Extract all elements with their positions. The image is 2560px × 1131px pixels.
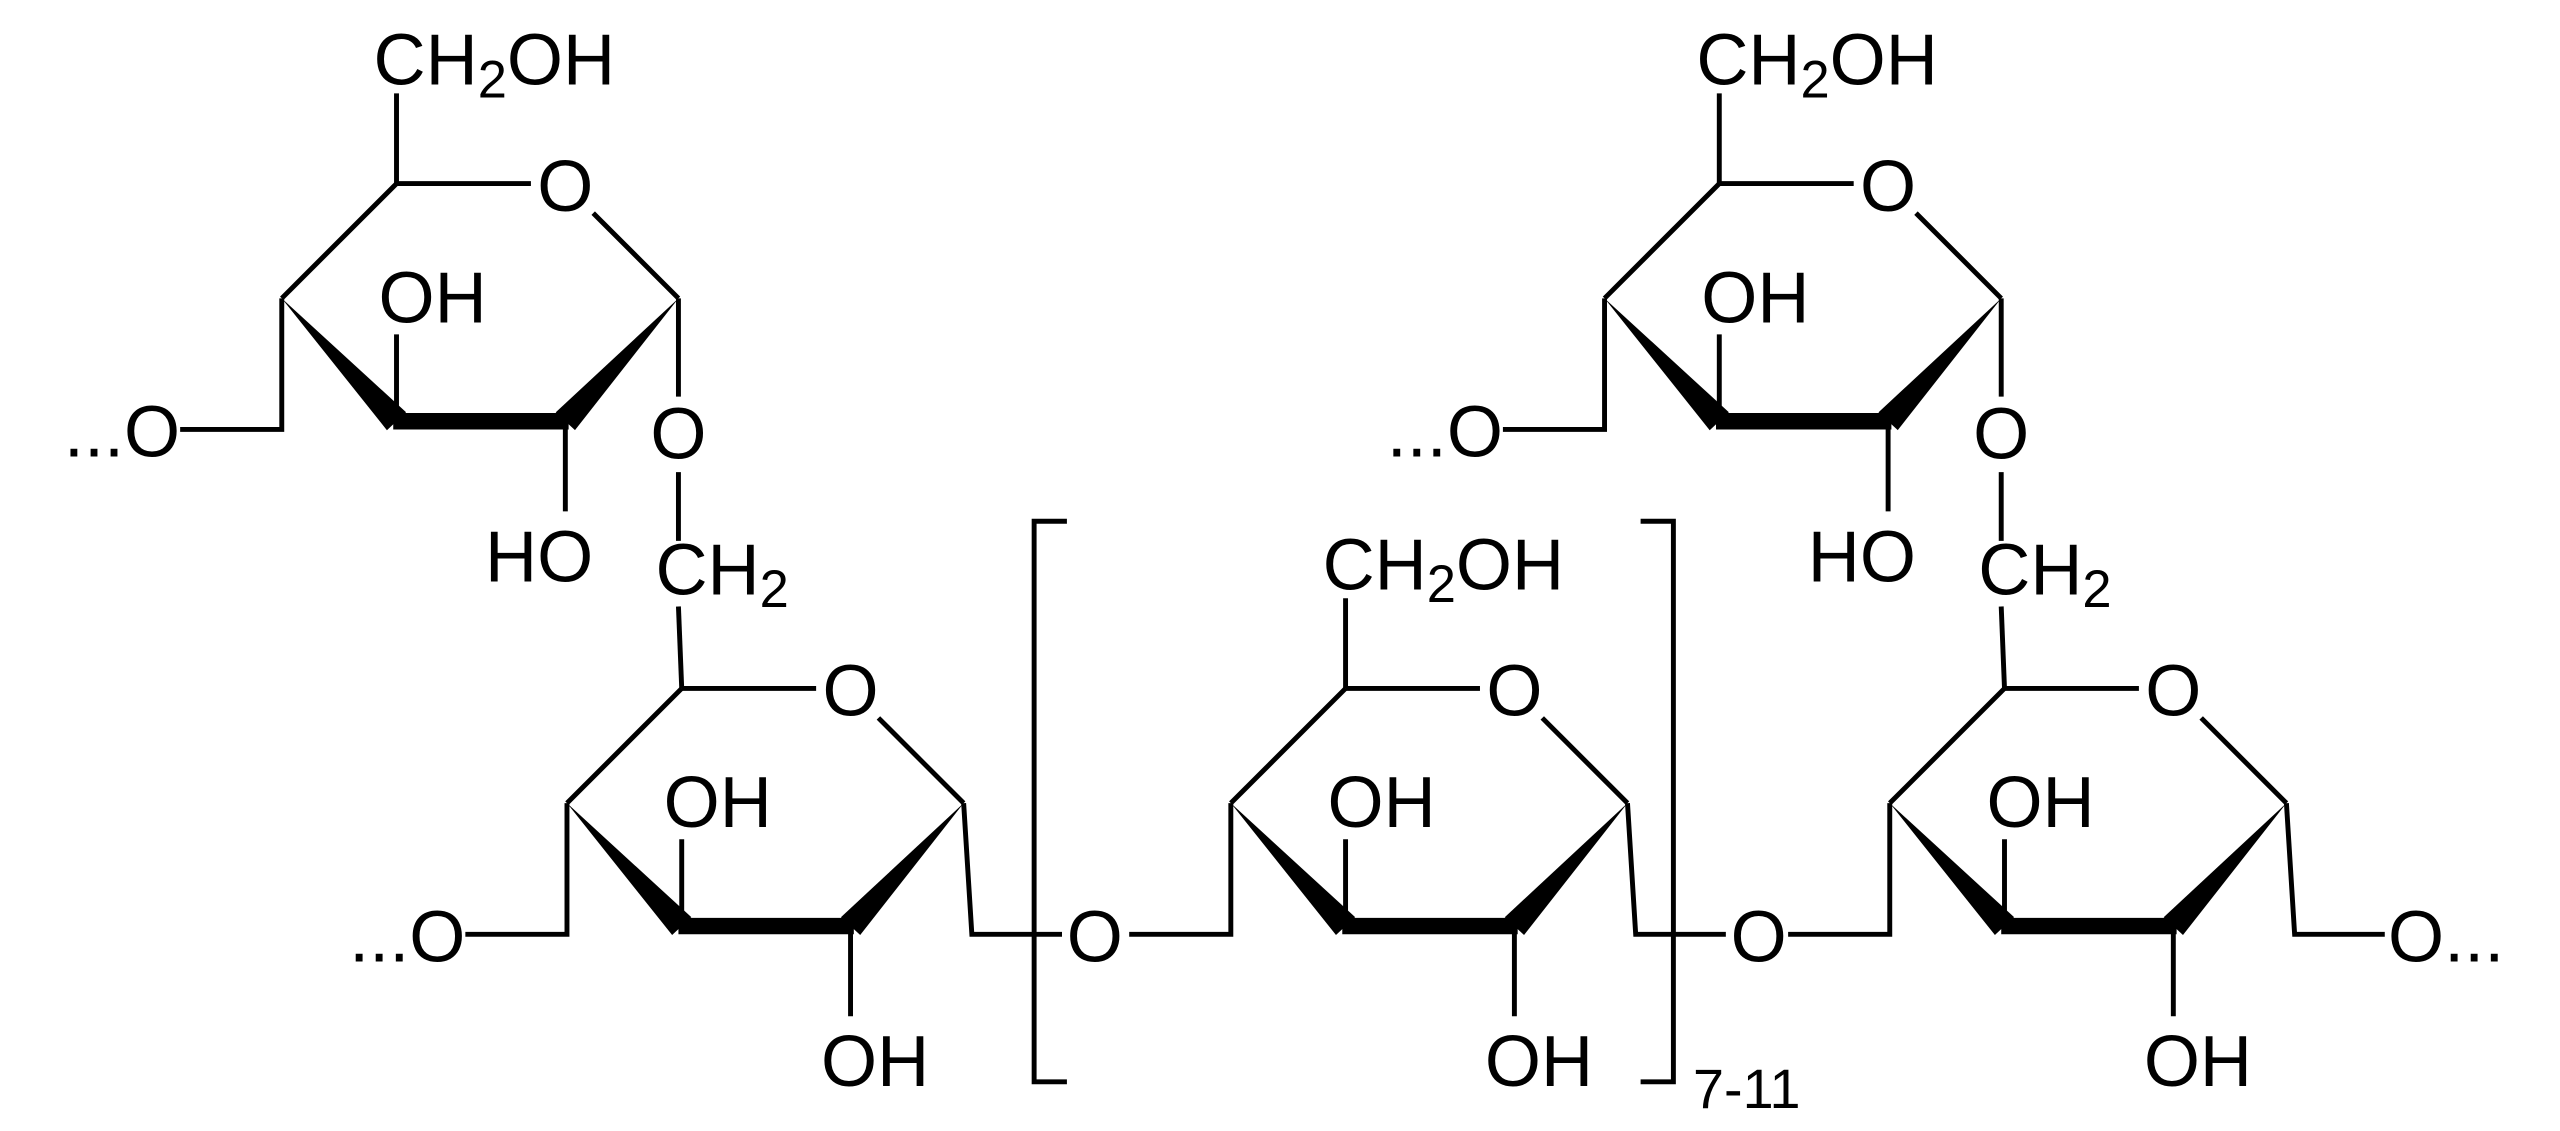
c1-o-bond [961,803,1062,937]
repeat-count-subscript: 7-11 [1693,1058,1800,1120]
hydroxyl-c3: OH [1328,763,1436,843]
right-bracket [1640,518,1676,1085]
c4-c3-wedge [1889,803,2015,936]
hydroxyl-c2: OH [821,1022,929,1102]
hydroxyl-label: OH [1456,526,1564,606]
o-c1-bond [2199,716,2289,805]
glycosidic-oxygen: O [1731,898,1787,978]
o-c1-bond [876,716,966,805]
c1-o-bond [2283,803,2385,937]
bonds [180,93,2385,1017]
carbon-hydrogen-label: CH [374,21,478,101]
ring-oxygen: O [1486,652,1542,732]
hydroxyl-label: OH [507,21,615,101]
ring-oxygen: O [1860,147,1916,227]
c4-c3-wedge [281,298,407,431]
chain-continuation-left: ...O [1387,393,1503,473]
c1-c2-wedge [555,298,679,431]
hydroxyl-c2: OH [1485,1022,1593,1102]
c5-c4-bond [280,181,399,301]
hydroxyl-c2: HO [1808,517,1916,597]
ring-oxygen: O [823,652,879,732]
subscript-2: 2 [1427,556,1456,614]
chain-continuation-left: ...O [64,393,180,473]
ring-oxygen: O [537,147,593,227]
c4-o-bond [180,298,285,432]
hydroxyl-label: OH [1830,21,1938,101]
hydroxyl-c2: OH [2144,1022,2252,1102]
subscript-2: 2 [478,51,507,109]
c1-c2-wedge [840,803,964,935]
hydroxymethyl-label: CH2OH [1696,21,1937,110]
chain-continuation-right: O... [2388,898,2504,978]
methylene-label: CH2 [1978,530,2111,619]
c1-c2-wedge [1504,803,1628,935]
glycosidic-oxygen: O [1067,898,1123,978]
ch2-c5-bond [675,606,685,689]
c5-c4-bond [565,686,684,805]
c4-glycosidic-bond [1788,803,1893,937]
glycosidic-oxygen: O [1973,394,2029,474]
chain-continuation-left: ...O [349,898,465,978]
c4-c3-wedge [1230,803,1356,936]
hydroxyl-c2: HO [485,517,593,597]
c1-c2-wedge [2163,803,2287,935]
carbon-hydrogen-label: CH [655,530,759,610]
c4-o-bond [465,803,570,937]
c4-c3-wedge [1604,298,1729,431]
o-c1-bond [1914,211,2003,301]
o-c1-bond [591,211,681,301]
carbon-hydrogen-label: CH [1323,526,1427,606]
methylene-label: CH2 [655,530,788,619]
hydroxyl-c3: OH [664,763,772,843]
left-bracket [1031,518,1067,1085]
ch2-c5-bond [1998,606,2007,689]
hydroxyl-c3: OH [1701,258,1809,338]
c4-glycosidic-bond [1129,803,1234,937]
carbon-hydrogen-label: CH [1696,21,1800,101]
subscript-2: 2 [760,561,789,619]
carbon-hydrogen-label: CH [1978,530,2082,610]
hydroxyl-c3: OH [378,258,486,338]
glycosidic-oxygen: O [650,394,706,474]
c5-c4-bond [1602,181,1722,301]
o-c1-bond [1540,716,1630,805]
c1-o-bond [1625,803,1726,937]
c5-c4-bond [1888,686,2007,805]
subscript-2: 2 [1800,51,1829,109]
subscript-2: 2 [2082,561,2111,619]
c4-o-bond [1502,298,1608,432]
hydroxyl-c3: OH [1986,763,2094,843]
atom-labels: OOHHO...OCH2OHOCH2OOHHO...OCH2OHOCH2OOHO… [64,21,2504,1103]
c4-c3-wedge [566,803,692,936]
c5-c4-bond [1229,686,1348,805]
hydroxymethyl-label: CH2OH [1323,526,1565,615]
c1-c2-wedge [1878,298,2002,431]
hydroxymethyl-label: CH2OH [374,21,616,110]
ring-oxygen: O [2145,652,2201,732]
